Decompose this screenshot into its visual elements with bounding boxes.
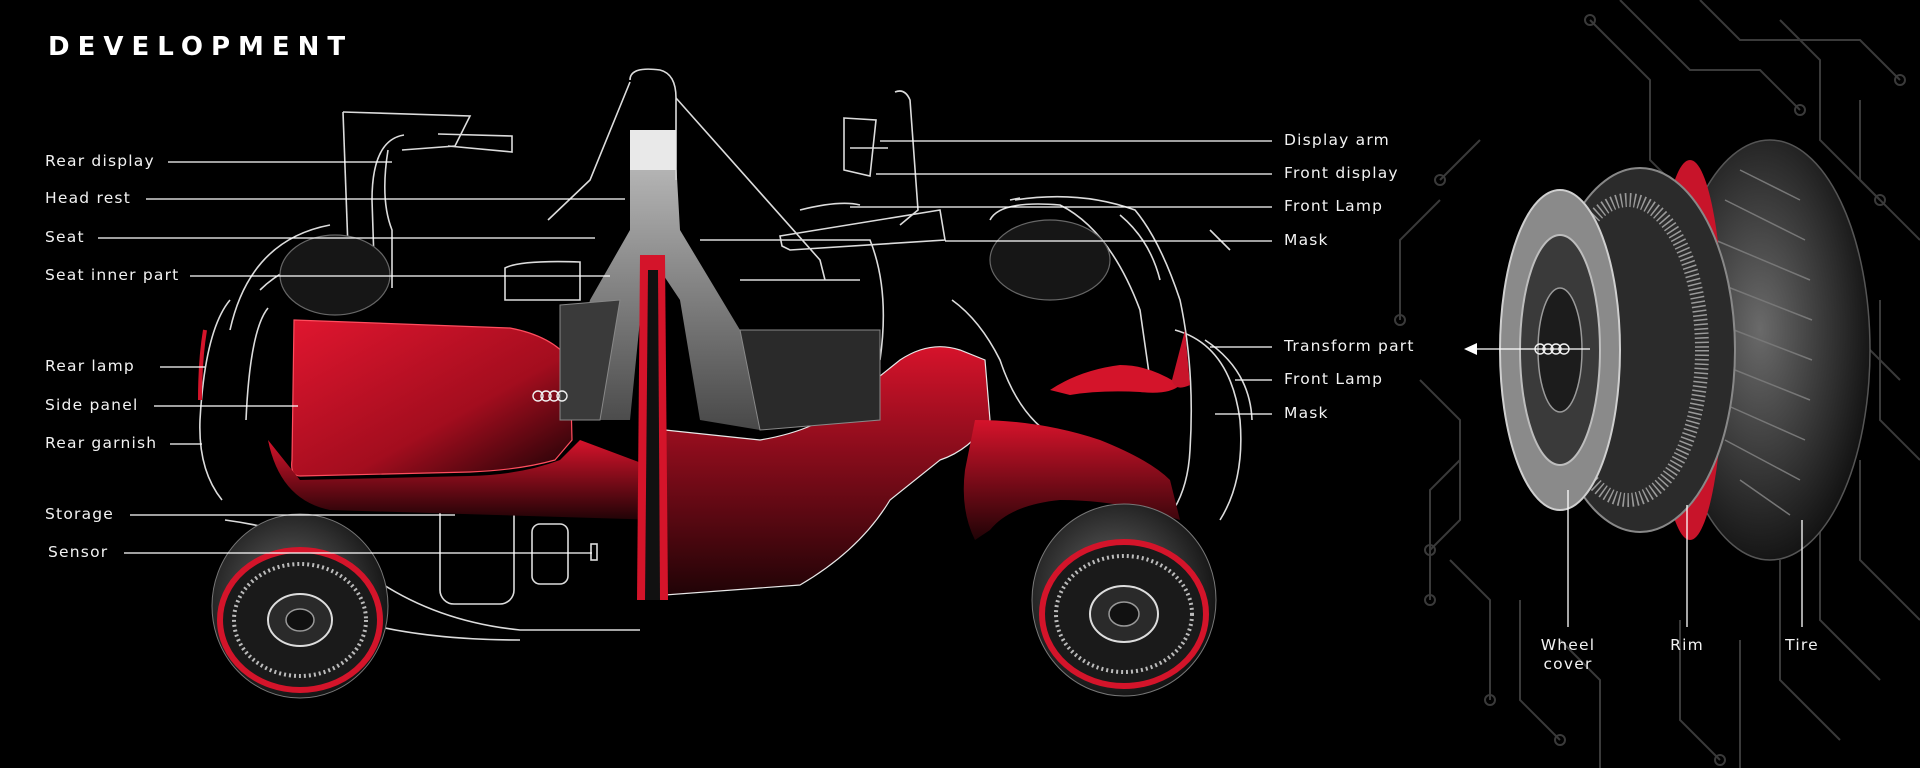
label-display-arm: Display arm: [1284, 131, 1390, 149]
leader-lines: [98, 140, 1803, 627]
label-mask-upper: Mask: [1284, 231, 1329, 249]
head-rest-shape: [630, 130, 676, 170]
front-fender-shape: [963, 420, 1180, 540]
upper-wheels: [279, 219, 1111, 316]
label-rim: Rim: [1670, 636, 1704, 654]
rear-lamp-shape: [198, 329, 207, 401]
four-rings-logo-icon: [532, 390, 568, 402]
label-tire: Tire: [1785, 636, 1819, 654]
label-rear-lamp: Rear lamp: [45, 357, 135, 375]
label-seat: Seat: [45, 228, 85, 246]
front-lamp-shape: [1172, 330, 1190, 388]
label-rear-display: Rear display: [45, 152, 155, 170]
wheel-illustration: [1499, 139, 1871, 561]
page-title: Development: [48, 32, 354, 62]
car-illustration: [198, 68, 1253, 699]
arrow-left-icon: [1464, 343, 1477, 355]
label-side-panel: Side panel: [45, 396, 139, 414]
label-front-lamp-upper: Front Lamp: [1284, 197, 1384, 215]
label-mask-lower: Mask: [1284, 404, 1329, 422]
rear-wheel: [211, 513, 389, 699]
side-panel-shape: [291, 319, 573, 477]
label-head-rest: Head rest: [45, 189, 131, 207]
label-transform-part: Transform part: [1284, 337, 1415, 355]
label-rear-garnish: Rear garnish: [45, 434, 158, 452]
label-storage: Storage: [45, 505, 115, 523]
label-wheel-cover: Wheel cover: [1540, 636, 1596, 673]
transform-part-shape: [1050, 365, 1180, 395]
label-front-display: Front display: [1284, 164, 1399, 182]
front-wheel: [1031, 503, 1217, 697]
label-seat-inner-part: Seat inner part: [45, 266, 180, 284]
lower-body-shape: [268, 440, 660, 520]
label-front-lamp-lower: Front Lamp: [1284, 370, 1384, 388]
label-sensor: Sensor: [48, 543, 109, 561]
